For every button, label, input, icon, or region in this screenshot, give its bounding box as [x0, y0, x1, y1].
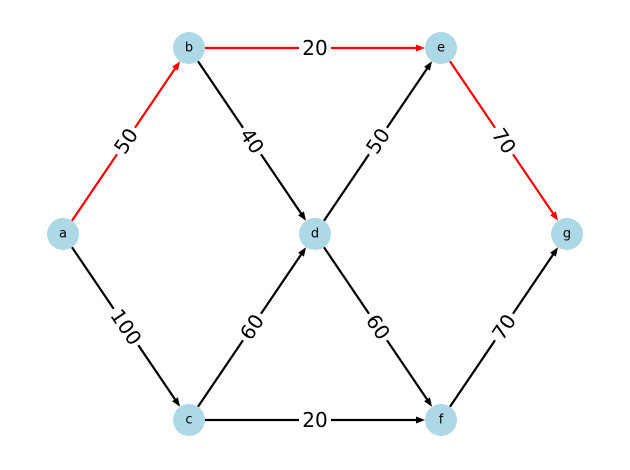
edge-arrow-a-c: [172, 397, 181, 407]
edge-label-group-d-f: 60: [358, 306, 398, 348]
edge-arrow-f-g: [550, 247, 559, 257]
edge-label-group-c-f: 20: [299, 407, 331, 433]
edge-weight-label: 40: [235, 124, 269, 159]
node-circle-b: [173, 32, 205, 64]
edge-weight-label: 20: [302, 36, 327, 60]
edge-label-background: [358, 306, 398, 348]
edge-a-b: 50: [71, 61, 181, 222]
edge-arrow-d-f: [424, 397, 433, 407]
edge-weight-label: 50: [109, 124, 143, 159]
node-circle-d: [299, 218, 331, 250]
node-label-d: d: [311, 227, 319, 242]
edge-b-d: 40: [197, 60, 307, 221]
edge-weight-label: 60: [235, 310, 269, 345]
edge-weight-label: 70: [487, 310, 521, 345]
edge-label-background: [106, 120, 146, 162]
edge-weight-label: 50: [361, 124, 395, 159]
edge-d-f: 60: [323, 246, 433, 407]
edge-arrow-c-f: [416, 416, 425, 424]
node-label-b: b: [185, 41, 193, 56]
edge-label-background: [102, 301, 150, 353]
edge-label-background: [484, 120, 524, 162]
edge-weight-label: 20: [302, 408, 327, 432]
nodes-layer: a b c d e f g: [47, 32, 583, 436]
edge-label-group-d-e: 50: [358, 120, 398, 162]
node-c: c: [173, 404, 205, 436]
edge-arrow-c-d: [298, 247, 307, 257]
node-label-f: f: [439, 413, 444, 428]
node-label-g: g: [563, 227, 571, 242]
node-a: a: [47, 218, 79, 250]
edge-arrow-a-b: [172, 61, 181, 71]
edge-a-c: 100: [71, 246, 181, 407]
edge-label-group-e-g: 70: [484, 120, 524, 162]
edge-d-e: 50: [323, 61, 433, 222]
edge-label-group-c-d: 60: [232, 306, 272, 348]
edge-weight-label: 70: [487, 124, 521, 159]
edge-label-background: [232, 120, 272, 162]
edge-arrow-b-e: [416, 44, 425, 52]
node-e: e: [425, 32, 457, 64]
node-circle-f: [425, 404, 457, 436]
edge-label-group-a-c: 100: [102, 301, 150, 353]
edge-label-group-b-d: 40: [232, 120, 272, 162]
edge-arrow-b-d: [298, 211, 307, 221]
node-f: f: [425, 404, 457, 436]
node-circle-g: [551, 218, 583, 250]
node-d: d: [299, 218, 331, 250]
edge-label-background: [358, 120, 398, 162]
edge-arrow-e-g: [550, 211, 559, 221]
edge-label-group-b-e: 20: [299, 35, 331, 61]
edge-b-e: 20: [205, 35, 425, 61]
edge-c-d: 60: [197, 247, 307, 408]
node-b: b: [173, 32, 205, 64]
node-label-a: a: [59, 227, 67, 242]
edge-arrow-d-e: [424, 61, 433, 71]
edge-label-background: [484, 306, 524, 348]
node-circle-c: [173, 404, 205, 436]
node-circle-e: [425, 32, 457, 64]
edge-label-group-a-b: 50: [106, 120, 146, 162]
node-label-c: c: [185, 413, 192, 428]
edge-label-background: [299, 407, 331, 433]
edge-c-f: 20: [205, 407, 425, 433]
edge-weight-label: 60: [361, 310, 395, 345]
edge-f-g: 70: [449, 247, 559, 408]
edge-e-g: 70: [449, 60, 559, 221]
node-circle-a: [47, 218, 79, 250]
node-label-e: e: [437, 41, 445, 56]
edge-label-background: [299, 35, 331, 61]
edge-label-background: [232, 306, 272, 348]
edge-label-group-f-g: 70: [484, 306, 524, 348]
node-g: g: [551, 218, 583, 250]
